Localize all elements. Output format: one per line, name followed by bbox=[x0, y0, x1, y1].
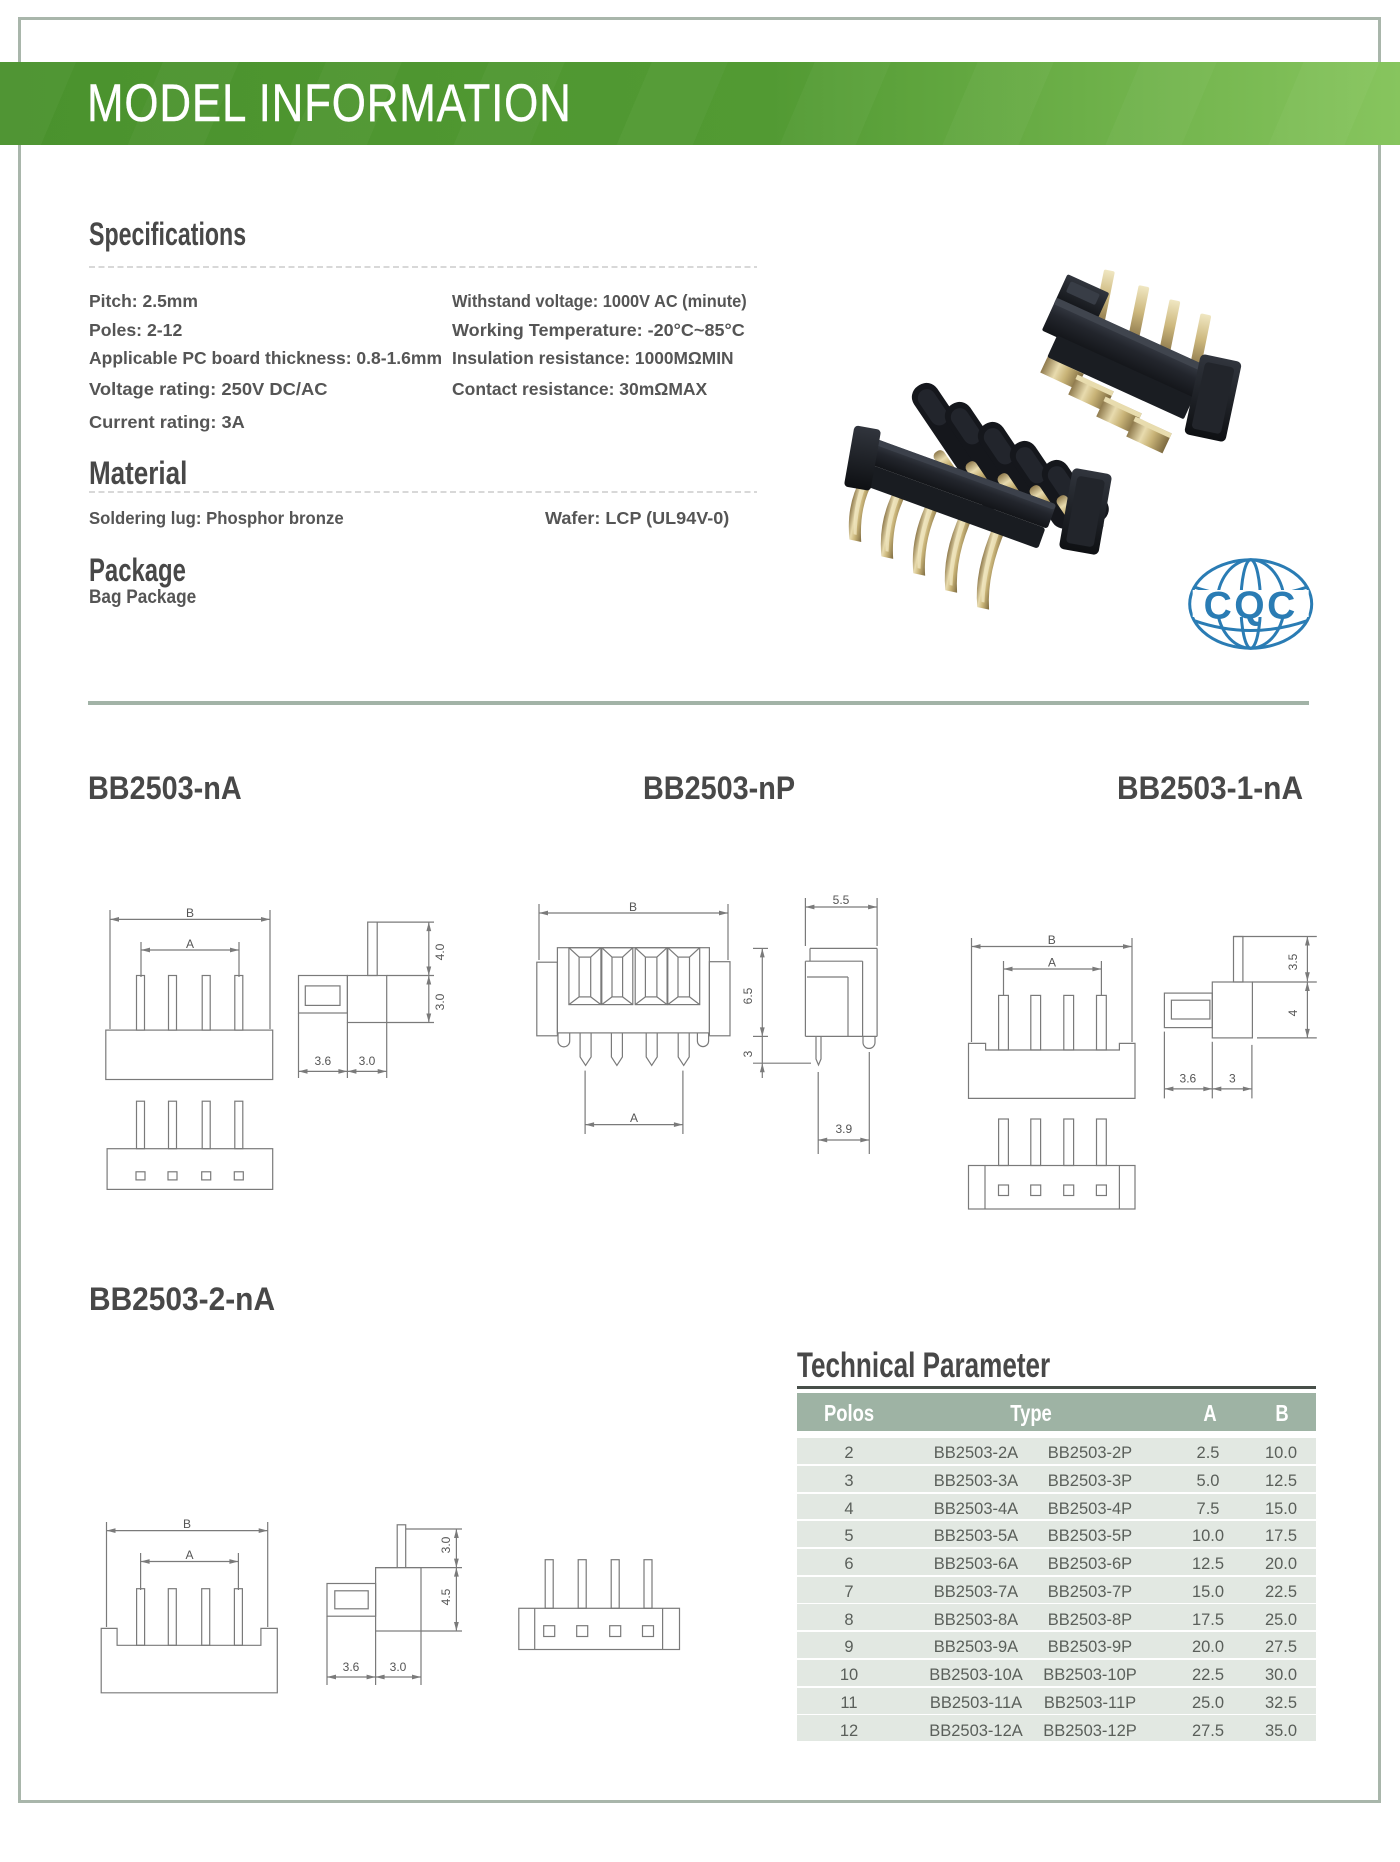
svg-text:3: 3 bbox=[1229, 1072, 1236, 1086]
svg-text:3.9: 3.9 bbox=[835, 1122, 852, 1136]
svg-text:4.5: 4.5 bbox=[439, 1588, 453, 1605]
svg-text:4: 4 bbox=[1286, 1009, 1300, 1016]
svg-text:3.6: 3.6 bbox=[343, 1660, 360, 1674]
svg-text:3.6: 3.6 bbox=[315, 1054, 332, 1068]
svg-text:3.0: 3.0 bbox=[359, 1054, 376, 1068]
svg-text:3.0: 3.0 bbox=[433, 993, 447, 1010]
svg-text:3: 3 bbox=[741, 1050, 755, 1057]
svg-text:A: A bbox=[185, 1548, 193, 1562]
svg-text:B: B bbox=[183, 1517, 191, 1531]
svg-text:B: B bbox=[629, 900, 637, 914]
svg-text:3.0: 3.0 bbox=[390, 1660, 407, 1674]
svg-text:4.0: 4.0 bbox=[433, 943, 447, 960]
svg-text:B: B bbox=[1048, 933, 1056, 947]
svg-text:3.6: 3.6 bbox=[1180, 1072, 1197, 1086]
svg-text:6.5: 6.5 bbox=[741, 987, 755, 1004]
svg-text:A: A bbox=[630, 1111, 638, 1125]
svg-text:A: A bbox=[186, 937, 194, 951]
svg-text:A: A bbox=[1048, 956, 1056, 970]
svg-text:B: B bbox=[186, 906, 194, 920]
svg-text:3.0: 3.0 bbox=[439, 1536, 453, 1553]
svg-text:3.5: 3.5 bbox=[1286, 953, 1300, 970]
svg-text:CQC: CQC bbox=[1204, 585, 1298, 628]
svg-text:5.5: 5.5 bbox=[833, 893, 850, 907]
